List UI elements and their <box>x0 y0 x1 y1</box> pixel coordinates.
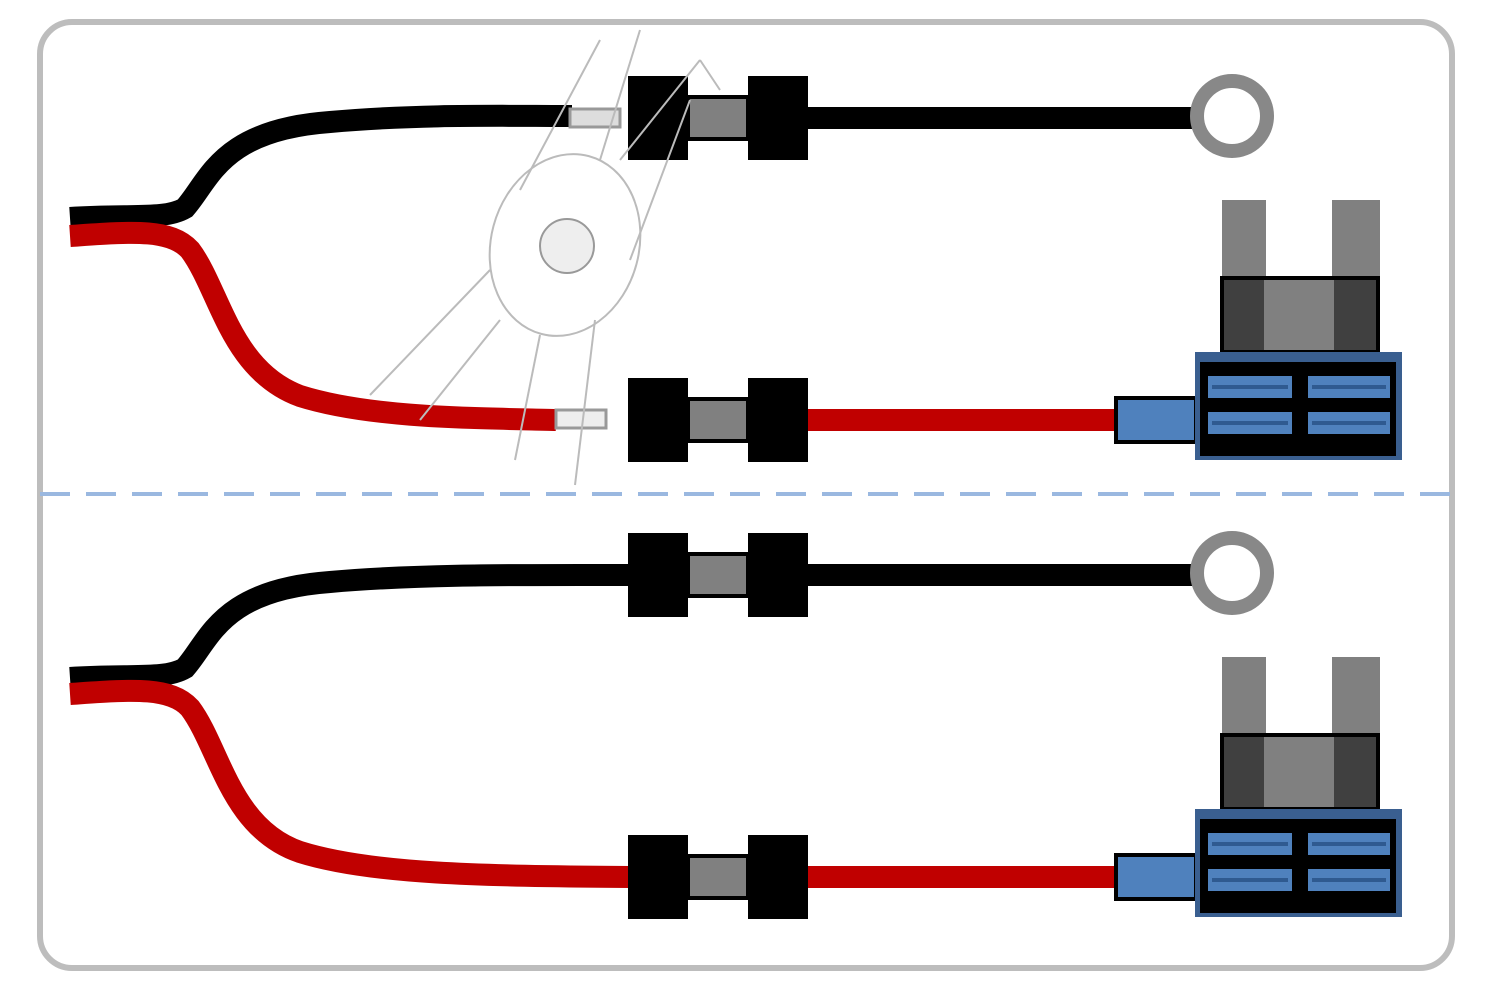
stripped-wire-end <box>554 408 608 430</box>
panel-cut-wires <box>69 29 1402 486</box>
positive-wire <box>69 221 557 431</box>
stripped-wire-end <box>568 107 622 129</box>
positive-wire <box>69 679 631 888</box>
pliers-icon <box>369 29 721 486</box>
panel-connected-wires <box>69 533 1402 919</box>
ground-wire <box>69 563 631 689</box>
ground-wire <box>69 104 573 229</box>
